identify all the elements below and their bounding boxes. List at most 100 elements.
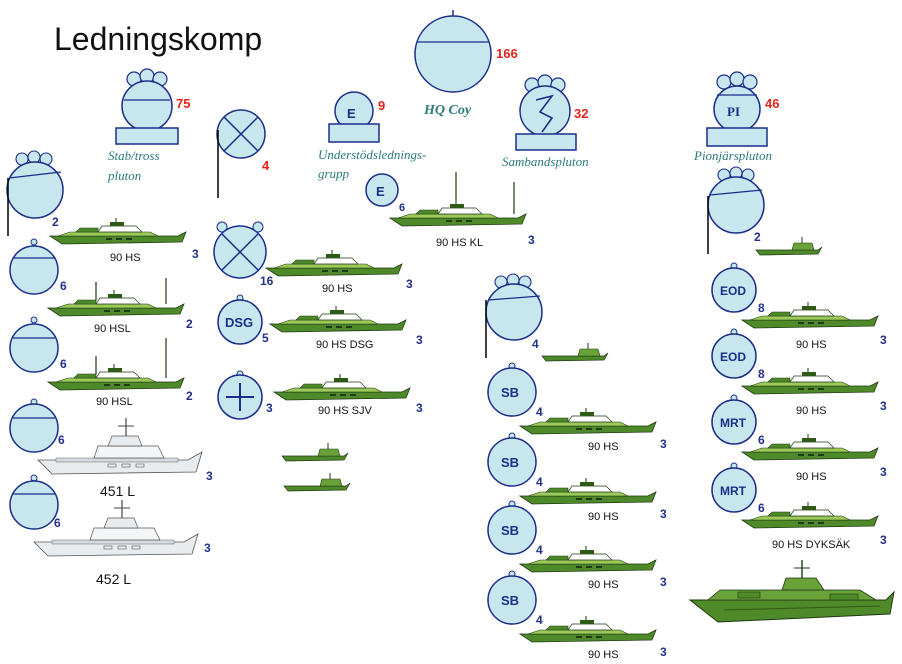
- uled-e-letter: E: [376, 184, 385, 199]
- middle-dsg-symbol: [217, 294, 263, 345]
- right-item-count: 8: [758, 367, 765, 381]
- sb-boat-label: 90 HS: [588, 441, 619, 453]
- sb-letter: SB: [501, 523, 519, 538]
- right-platoon-count: 2: [754, 230, 761, 244]
- sb-boat-count: 3: [660, 575, 667, 589]
- sb-count: 4: [536, 613, 543, 627]
- uled-symbol: [328, 91, 380, 143]
- right-item-symbol: [711, 328, 757, 379]
- right-item-count: 8: [758, 301, 765, 315]
- sb-count: 4: [536, 475, 543, 489]
- middle-boat-c: [273, 373, 411, 401]
- right-item-letter: EOD: [720, 284, 746, 298]
- left-squad-2: [9, 316, 59, 373]
- sb-symbol: [487, 432, 537, 487]
- middle-boat-b: [269, 305, 407, 333]
- right-item-boat-label: 90 HS: [796, 339, 827, 351]
- stab-label-line2: pluton: [107, 168, 141, 183]
- boat-90hs-kl: [389, 172, 527, 227]
- sb-letter: SB: [501, 455, 519, 470]
- middle-xcircle-count: 16: [260, 274, 274, 288]
- right-item-boat-label: 90 HS: [796, 471, 827, 483]
- right-item-count: 6: [758, 501, 765, 515]
- sb-count: 4: [536, 543, 543, 557]
- pionjar-label: Pionjärspluton: [693, 148, 772, 163]
- stab-count: 75: [176, 96, 190, 111]
- left-boat-3: [47, 338, 185, 391]
- sb-boat-label: 90 HS: [588, 649, 619, 661]
- right-item-boat-count: 3: [880, 465, 887, 479]
- sb-small-boat: [541, 342, 609, 362]
- right-item-boat-count: 3: [880, 399, 887, 413]
- right-platoon-symbol: [707, 166, 765, 254]
- uled-count: 9: [378, 98, 385, 113]
- middle-boat-c-count: 3: [416, 401, 423, 415]
- kl-boat-label: 90 HS KL: [436, 237, 483, 249]
- left-squad-1-count: 6: [60, 279, 67, 293]
- sb-symbol: [487, 500, 537, 555]
- right-item-count: 6: [758, 433, 765, 447]
- sb-symbol: [487, 570, 537, 625]
- left-squad-3: [9, 398, 59, 453]
- right-item-symbol: [711, 262, 757, 313]
- right-item-symbol: [711, 462, 757, 513]
- middle-dsg-count: 5: [262, 331, 269, 345]
- left-boat-2: [47, 278, 185, 317]
- samband-count: 32: [574, 106, 588, 121]
- page-title: Ledningskomp: [54, 21, 262, 57]
- left-ship-1-label: 451 L: [100, 483, 135, 499]
- sb-platoon-count: 4: [532, 337, 539, 351]
- left-boat-2-label: 90 HSL: [94, 323, 131, 335]
- sb-letter: SB: [501, 385, 519, 400]
- sb-boat-count: 3: [660, 507, 667, 521]
- right-item-letter: EOD: [720, 350, 746, 364]
- middle-boat-a-count: 3: [406, 277, 413, 291]
- left-ship-2-count: 3: [204, 541, 211, 555]
- big-combat-boat: [688, 560, 895, 623]
- stab-tross-symbol: [115, 68, 179, 145]
- hq-company-symbol: [414, 10, 492, 93]
- left-ship-1-count: 3: [206, 469, 213, 483]
- uled-e-symbol: [365, 173, 399, 207]
- left-boat-2-count: 2: [186, 317, 193, 331]
- x-platoon-symbol: [216, 109, 266, 198]
- middle-boat-b-count: 3: [416, 333, 423, 347]
- right-item-boat-count: 3: [880, 333, 887, 347]
- middle-plus-symbol: [217, 370, 263, 420]
- sb-symbol: [487, 362, 537, 417]
- uled-letter: E: [347, 106, 356, 121]
- pionjar-letter: PI: [727, 104, 740, 119]
- left-boat-1-count: 3: [192, 247, 199, 261]
- sb-letter: SB: [501, 593, 519, 608]
- uled-label-line2: grupp: [318, 166, 350, 181]
- pionjar-count: 46: [765, 96, 779, 111]
- middle-boat-a: [265, 249, 403, 277]
- left-boat-1: [49, 217, 187, 245]
- right-item-boat-count: 3: [880, 533, 887, 547]
- x-platoon-count: 4: [262, 158, 270, 173]
- left-platoon-count: 2: [52, 215, 59, 229]
- right-item-letter: MRT: [720, 484, 747, 498]
- sb-boat-count: 3: [660, 437, 667, 451]
- samband-symbol: [515, 74, 577, 151]
- kl-boat-count: 3: [528, 233, 535, 247]
- middle-boat-c-label: 90 HS SJV: [318, 405, 372, 417]
- middle-small-boat-1: [281, 442, 349, 462]
- sb-boat-label: 90 HS: [588, 579, 619, 591]
- middle-dsg-letter: DSG: [225, 315, 253, 330]
- left-squad-2-count: 6: [60, 357, 67, 371]
- right-item-boat-label: 90 HS: [796, 405, 827, 417]
- left-ship-2-label: 452 L: [96, 571, 131, 587]
- hq-label: HQ Coy: [423, 103, 472, 118]
- middle-plus-count: 3: [266, 401, 273, 415]
- right-item-letter: MRT: [720, 416, 747, 430]
- left-squad-4: [9, 474, 59, 530]
- middle-boat-a-label: 90 HS: [322, 283, 353, 295]
- sb-boat-count: 3: [660, 645, 667, 659]
- stab-label-line1: Stab/tross: [108, 148, 160, 163]
- right-small-boat: [755, 236, 823, 256]
- sb-platoon-symbol: [485, 273, 543, 358]
- middle-xcircle-symbol: [213, 221, 267, 279]
